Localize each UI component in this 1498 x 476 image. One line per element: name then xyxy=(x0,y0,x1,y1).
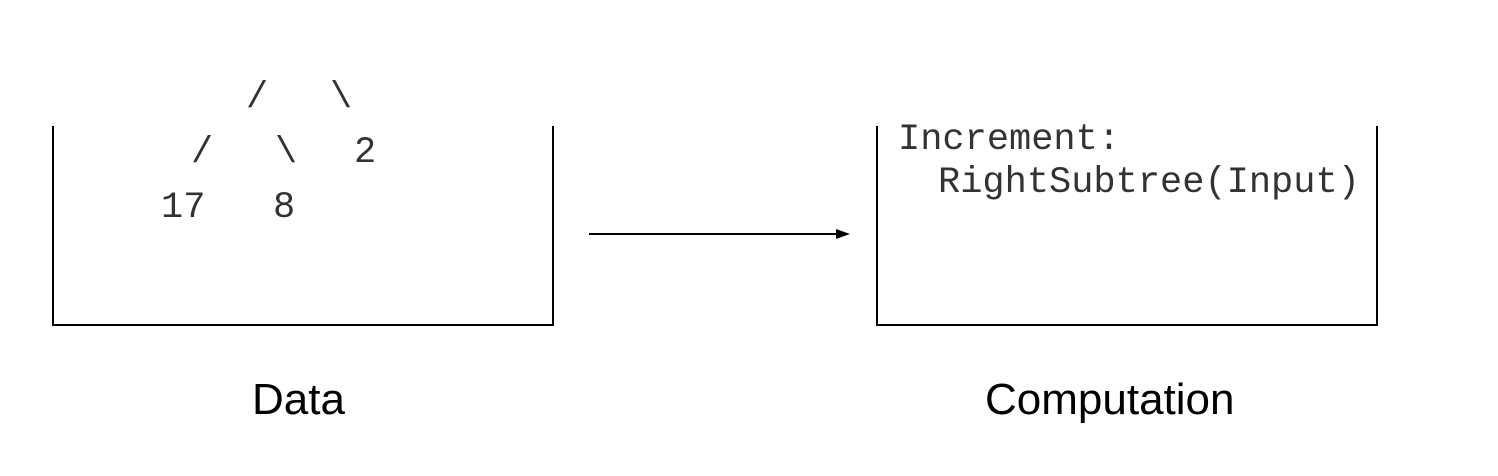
data-container xyxy=(52,126,554,326)
tree-leaf-8: 8 xyxy=(273,187,296,229)
tree-branch-left-top: / xyxy=(246,77,269,119)
data-caption: Data xyxy=(252,375,345,424)
code-line-right-subtree: RightSubtree(Input) xyxy=(938,162,1360,204)
tree-branch-left-mid: / xyxy=(191,132,214,174)
computation-caption: Computation xyxy=(985,375,1235,424)
tree-leaf-2: 2 xyxy=(354,132,377,174)
tree-leaf-17: 17 xyxy=(161,187,206,229)
tree-branch-right-mid: \ xyxy=(275,132,298,174)
computation-container xyxy=(876,126,1378,326)
code-line-increment: Increment: xyxy=(898,119,1121,161)
arrow-head-icon xyxy=(836,229,850,239)
tree-branch-right-top: \ xyxy=(330,77,353,119)
